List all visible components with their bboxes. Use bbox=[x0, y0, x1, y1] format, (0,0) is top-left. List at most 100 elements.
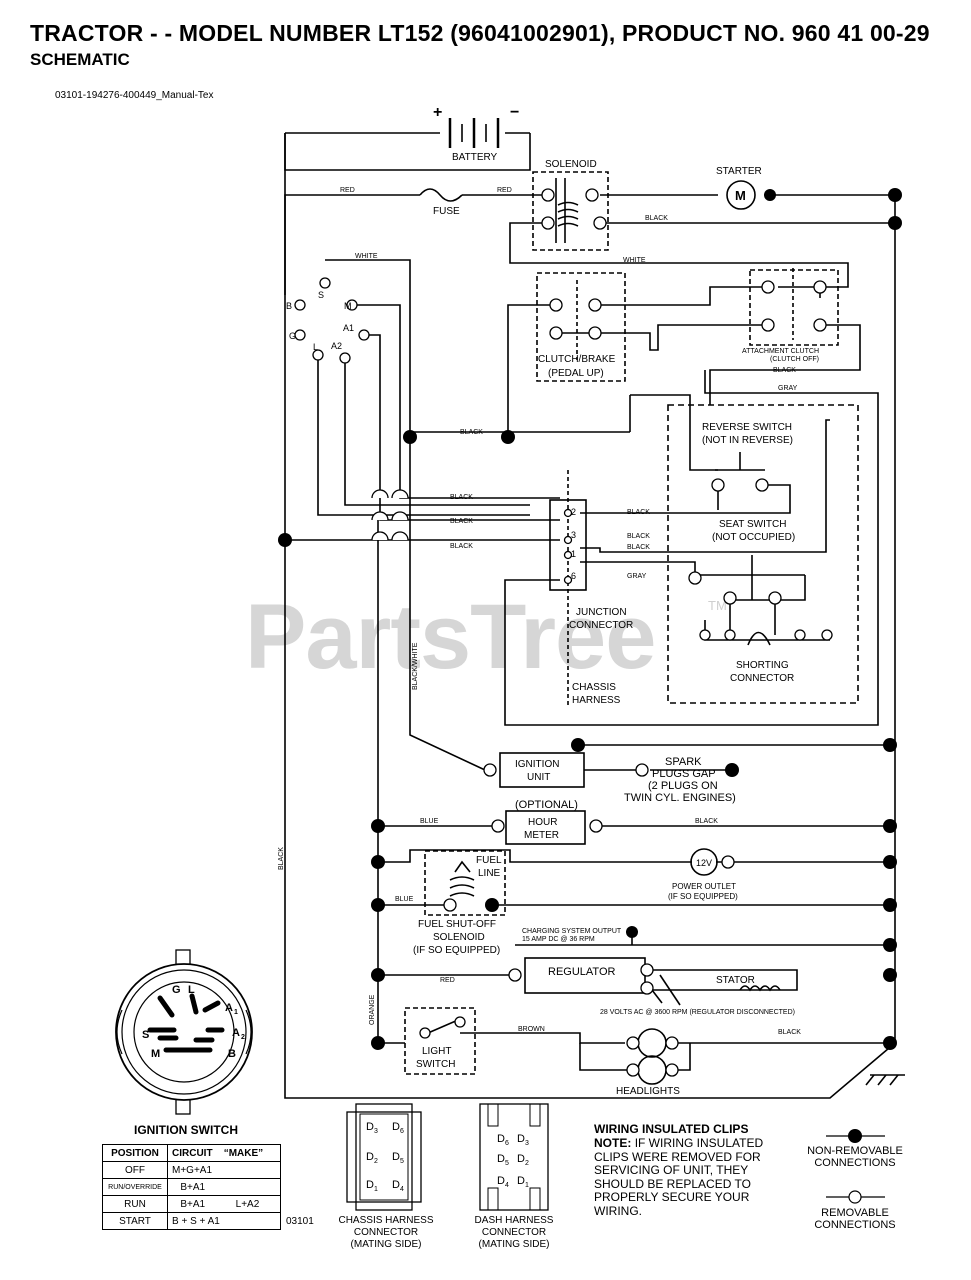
spark-label-4: TWIN CYL. ENGINES) bbox=[624, 792, 736, 804]
face-l: L bbox=[188, 984, 195, 996]
watermark-tm: TM bbox=[708, 598, 727, 613]
clutch-brake-box bbox=[536, 272, 626, 382]
wire-red-2: RED bbox=[497, 187, 512, 194]
fuse-label: FUSE bbox=[433, 206, 460, 217]
fuel-solenoid-coil bbox=[449, 876, 475, 897]
key-switch-terminals bbox=[294, 188, 833, 1077]
hour-meter-label-1: HOUR bbox=[528, 817, 557, 828]
spark-label-1: SPARK bbox=[665, 756, 702, 768]
not-occupied-label: (NOT OCCUPIED) bbox=[712, 532, 795, 543]
optional-label: (OPTIONAL) bbox=[515, 799, 578, 811]
attach-clutch-label: ATTACHMENT CLUTCH bbox=[742, 348, 819, 355]
chassis-pin-3-sub: 2 bbox=[374, 1158, 378, 1165]
clips-title: WIRING INSULATED CLIPS bbox=[594, 1122, 749, 1136]
row-circuit-value: B+A1 bbox=[180, 1198, 206, 1210]
dash-harness-connector: D 6 D 3 D 5 D 2 D 4 D 1 bbox=[479, 1103, 549, 1211]
connection-legend bbox=[826, 1129, 885, 1204]
wire-black-3: BLACK bbox=[460, 429, 483, 436]
row-position: START bbox=[102, 1212, 168, 1230]
not-in-reverse-label: (NOT IN REVERSE) bbox=[702, 435, 793, 446]
power-12v-label: 12V bbox=[696, 858, 712, 868]
wire-blue-2: BLUE bbox=[395, 896, 414, 903]
dash-connector-label-2: CONNECTOR bbox=[481, 1227, 547, 1238]
fuel-line-label-2: LINE bbox=[478, 868, 501, 879]
fuel-solenoid-box bbox=[424, 850, 506, 916]
chassis-pin-5-sub: 1 bbox=[374, 1186, 378, 1193]
ignition-table: POSITION CIRCUIT “MAKE” OFF M+G+A1 RUN/O… bbox=[102, 1144, 281, 1230]
row-circuit: B+A1 L+A2 bbox=[167, 1195, 281, 1213]
non-removable-dot-icon bbox=[848, 1129, 862, 1143]
fuel-solenoid-label-3: (IF SO EQUIPPED) bbox=[413, 945, 500, 956]
row-circuit-value: B + S + A1 bbox=[172, 1215, 220, 1227]
wire-red-1: RED bbox=[340, 187, 355, 194]
removable-dot-icon bbox=[848, 1190, 862, 1204]
wire-black-4: BLACK bbox=[450, 494, 473, 501]
chassis-pin-1-sub: 3 bbox=[374, 1128, 378, 1135]
chassis-connector-label-2: CONNECTOR bbox=[353, 1227, 419, 1238]
battery-loop-wire bbox=[284, 133, 531, 171]
dash-pin-1: D bbox=[497, 1133, 505, 1145]
safety-switch-box bbox=[667, 404, 859, 704]
fuel-solenoid-label-1: FUEL SHUT-OFF bbox=[418, 919, 496, 930]
chassis-pin-2-sub: 6 bbox=[400, 1128, 404, 1135]
chassis-pin-3: D bbox=[366, 1151, 374, 1163]
dash-connector-label-1: DASH HARNESS bbox=[474, 1215, 554, 1226]
terminal-l: L bbox=[313, 342, 318, 352]
regulator-label: REGULATOR bbox=[548, 966, 615, 978]
chassis-pin-1: D bbox=[366, 1121, 374, 1133]
junction-label: JUNCTION bbox=[576, 607, 627, 618]
wire-white-2: WHITE bbox=[623, 257, 646, 264]
chassis-connector-label-1: CHASSIS HARNESS bbox=[338, 1215, 434, 1226]
table-row: RUN/OVERRIDE B+A1 bbox=[102, 1178, 281, 1196]
shorting-label: SHORTING bbox=[736, 660, 789, 671]
chassis-pin-2: D bbox=[392, 1121, 400, 1133]
reverse-label: REVERSE SWITCH bbox=[702, 422, 792, 433]
wire-blue-1: BLUE bbox=[420, 818, 439, 825]
row-circuit: B + S + A1 bbox=[167, 1212, 281, 1230]
clips-note-text: IF WIRING INSULATED CLIPS WERE REMOVED F… bbox=[594, 1136, 764, 1218]
dash-pin-2-sub: 3 bbox=[525, 1140, 529, 1147]
headlight-2 bbox=[637, 1055, 667, 1085]
header-position: POSITION bbox=[102, 1144, 168, 1162]
wire-black-6: BLACK bbox=[450, 543, 473, 550]
harness-label: HARNESS bbox=[572, 695, 621, 706]
clutch-brake-label: CLUTCH/BRAKE bbox=[538, 354, 616, 365]
table-row: START B + S + A1 bbox=[102, 1212, 281, 1230]
wire-orange: ORANGE bbox=[369, 994, 376, 1025]
row-circuit: M+G+A1 bbox=[167, 1161, 281, 1179]
attachment-clutch-box bbox=[749, 269, 839, 346]
header-circuit-make: CIRCUIT “MAKE” bbox=[167, 1144, 281, 1162]
watermark: PartsTree bbox=[245, 586, 656, 688]
row-circuit: B+A1 bbox=[167, 1178, 281, 1196]
ignition-unit-label-1: IGNITION bbox=[515, 759, 559, 770]
terminal-b: B bbox=[286, 301, 292, 311]
face-b: B bbox=[228, 1048, 236, 1060]
dash-pin-2: D bbox=[517, 1133, 525, 1145]
row-make-value: L+A2 bbox=[235, 1198, 260, 1210]
battery-label: BATTERY bbox=[452, 152, 498, 163]
chassis-label: CHASSIS bbox=[572, 682, 616, 693]
table-row: RUN B+A1 L+A2 bbox=[102, 1195, 281, 1213]
chassis-pin-5: D bbox=[366, 1179, 374, 1191]
terminal-s: S bbox=[318, 290, 324, 300]
chassis-connector-label: CHASSIS HARNESS CONNECTOR (MATING SIDE) bbox=[328, 1215, 444, 1251]
light-switch-label-1: LIGHT bbox=[422, 1046, 451, 1057]
row-position: RUN/OVERRIDE bbox=[102, 1178, 168, 1196]
headlight-1 bbox=[637, 1028, 667, 1058]
wire-white-1: WHITE bbox=[355, 253, 378, 260]
wire-black-8: BLACK bbox=[627, 533, 650, 540]
wire-black-10: BLACK bbox=[278, 847, 285, 870]
stator-coil bbox=[739, 985, 781, 992]
non-removable-dots bbox=[278, 188, 902, 1050]
legend-removable-2: CONNECTIONS bbox=[814, 1219, 896, 1231]
legend-non-removable: NON-REMOVABLE CONNECTIONS bbox=[798, 1145, 912, 1169]
power-outlet-label: POWER OUTLET bbox=[672, 882, 736, 891]
fuse-symbol bbox=[419, 188, 463, 202]
light-switch-label-2: SWITCH bbox=[416, 1059, 455, 1070]
page-subtitle: SCHEMATIC bbox=[30, 50, 130, 69]
clutch-off-label: (CLUTCH OFF) bbox=[770, 356, 819, 363]
wire-black-white: BLACK/WHITE bbox=[412, 642, 419, 690]
seat-switch-label: SEAT SWITCH bbox=[719, 519, 786, 530]
legend-removable-1: REMOVABLE bbox=[821, 1207, 889, 1219]
